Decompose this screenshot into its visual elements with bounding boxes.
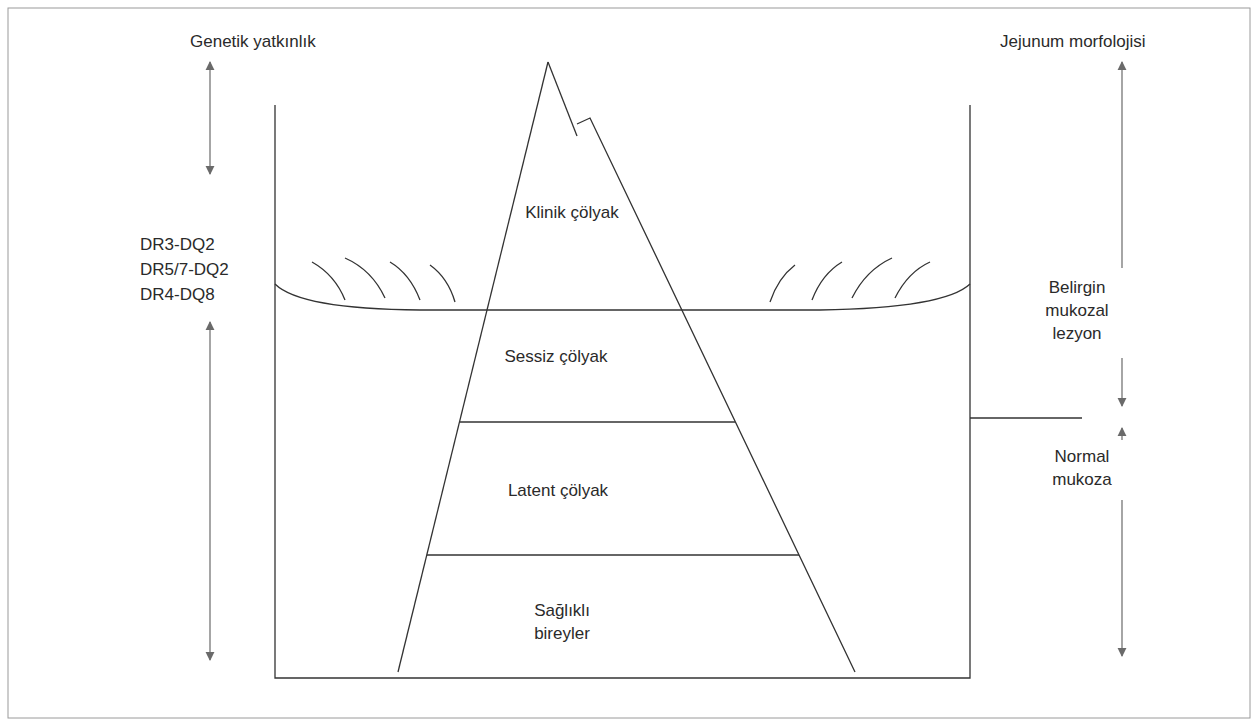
- range-arrow: [209, 62, 210, 174]
- axis-label: DR5/7-DQ2: [140, 258, 260, 281]
- iceberg-band: Latent çölyak: [503, 479, 613, 502]
- iceberg-left: [398, 62, 548, 672]
- iceberg-band: Sağlıklı bireyler: [507, 599, 617, 645]
- axis-label: Normal mukoza: [1042, 445, 1122, 491]
- separator-line: [970, 417, 1082, 418]
- range-arrow: [1121, 428, 1122, 440]
- axis-label: DR3-DQ2: [140, 233, 260, 256]
- iceberg-band: Klinik çölyak: [524, 201, 620, 224]
- axis-label: DR4-DQ8: [140, 283, 260, 306]
- band-label: Klinik çölyak: [524, 201, 620, 224]
- axis-label: Genetik yatkınlık: [190, 30, 390, 53]
- iceberg-right: [577, 118, 855, 672]
- range-arrow: [1121, 62, 1122, 268]
- range-arrow: [1121, 358, 1122, 406]
- waves: [312, 258, 930, 302]
- band-label: Sağlıklı bireyler: [507, 599, 617, 645]
- axis-label: Belirgin mukozal lezyon: [1032, 276, 1122, 345]
- range-arrow: [1121, 500, 1122, 656]
- band-label: Sessiz çölyak: [501, 345, 611, 368]
- water-tank: [275, 105, 970, 678]
- band-label: Latent çölyak: [503, 479, 613, 502]
- outer-frame: [8, 8, 1250, 718]
- axis-label: Jejunum morfolojisi: [1000, 30, 1220, 53]
- range-arrow: [209, 322, 210, 660]
- band-line: [427, 554, 799, 555]
- band-line: [460, 421, 735, 422]
- iceberg-crack: [548, 62, 577, 136]
- iceberg-band: Sessiz çölyak: [501, 345, 611, 368]
